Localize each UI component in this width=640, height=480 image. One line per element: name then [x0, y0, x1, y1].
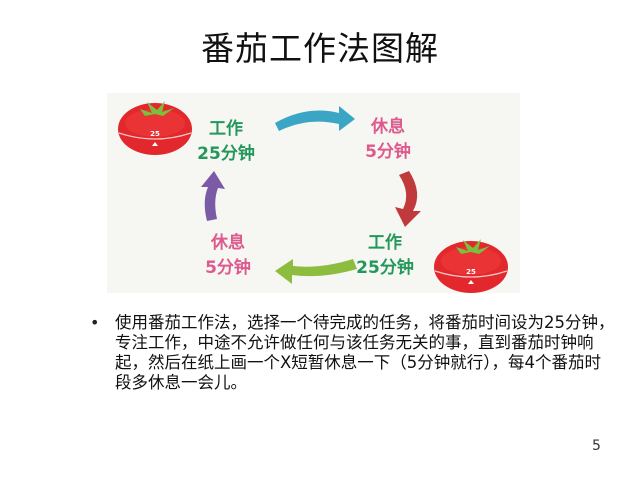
arrow-up-icon	[201, 171, 225, 221]
step-rest-1: 休息 5分钟	[353, 115, 423, 165]
bullet-icon: •	[90, 313, 100, 332]
step-duration: 5分钟	[205, 258, 251, 278]
svg-text:25: 25	[150, 130, 160, 138]
step-work-1: 工作 25分钟	[191, 117, 261, 167]
arrow-right-icon	[275, 106, 355, 131]
step-title: 工作	[368, 233, 402, 253]
step-work-2: 工作 25分钟	[347, 231, 423, 281]
cycle-arrows: 25 25	[118, 101, 508, 293]
step-title: 休息	[371, 117, 405, 137]
pomodoro-diagram: 25 25 工作 25分钟 休息 5分钟 工作 25分钟 休息 5分钟	[107, 93, 520, 293]
step-duration: 25分钟	[197, 144, 255, 164]
page-number: 5	[592, 438, 601, 454]
step-rest-2: 休息 5分钟	[193, 231, 263, 281]
tomato-timer-icon: 25	[118, 101, 192, 155]
svg-text:25: 25	[466, 268, 476, 276]
step-duration: 25分钟	[356, 258, 414, 278]
slide-title: 番茄工作法图解	[201, 29, 439, 68]
step-duration: 5分钟	[365, 142, 411, 162]
arrow-left-icon	[275, 259, 357, 284]
step-title: 工作	[209, 119, 243, 139]
tomato-timer-icon: 25	[434, 239, 508, 293]
step-title: 休息	[211, 233, 245, 253]
bullet-item: 使用番茄工作法，选择一个待完成的任务，将番茄时间设为25分钟，专注工作，中途不允…	[115, 313, 615, 392]
arrow-down-icon	[395, 171, 421, 227]
